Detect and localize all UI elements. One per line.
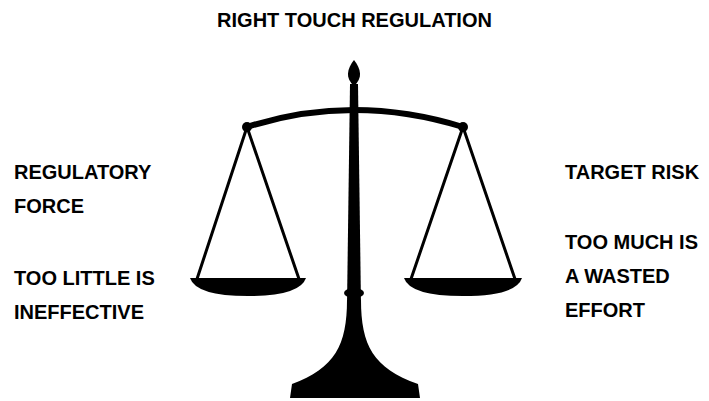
side-label: TOO MUCH IS A WASTED EFFORT bbox=[565, 225, 705, 327]
scale-beam bbox=[247, 110, 463, 127]
scale-finial bbox=[348, 60, 360, 86]
scale-pole bbox=[347, 84, 361, 305]
side-label: TOO LITTLE IS INEFFECTIVE bbox=[14, 261, 174, 329]
scale-pan bbox=[404, 278, 522, 296]
side-label: REGULATORY FORCE bbox=[14, 155, 174, 223]
scale-base bbox=[290, 300, 420, 398]
scale-knob bbox=[344, 288, 364, 298]
side-label: TARGET RISK bbox=[565, 155, 705, 189]
scale-pan bbox=[190, 278, 306, 296]
pan-string bbox=[411, 127, 463, 279]
diagram-title: RIGHT TOUCH REGULATION bbox=[0, 8, 709, 32]
pan-string bbox=[463, 127, 515, 279]
pan-string bbox=[247, 127, 299, 279]
pan-string bbox=[197, 127, 247, 279]
